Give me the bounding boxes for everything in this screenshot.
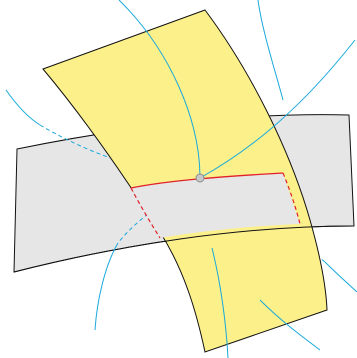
- blue-geodesic-curves: [5, 0, 357, 358]
- gray-band-lower-edge: [13, 225, 355, 273]
- blue-curve-right-upper: [199, 39, 356, 179]
- blue-curve-left-arc: [5, 89, 41, 126]
- blue-curve-main-vertical: [118, 0, 201, 179]
- red-dashed-hidden-curves: [130, 172, 301, 239]
- blue-curve-right-lower: [324, 261, 357, 293]
- red-dashed-left: [130, 187, 161, 239]
- intersection-point: [195, 173, 205, 183]
- blue-curve-upper-right-small: [257, 0, 284, 101]
- blue-curve-lower-left: [94, 242, 119, 331]
- blue-curve-bottom-right: [259, 299, 321, 351]
- gray-band-front: [131, 173, 300, 238]
- blue-curve-lower-vertical: [211, 247, 229, 358]
- red-dashed-right: [282, 172, 301, 225]
